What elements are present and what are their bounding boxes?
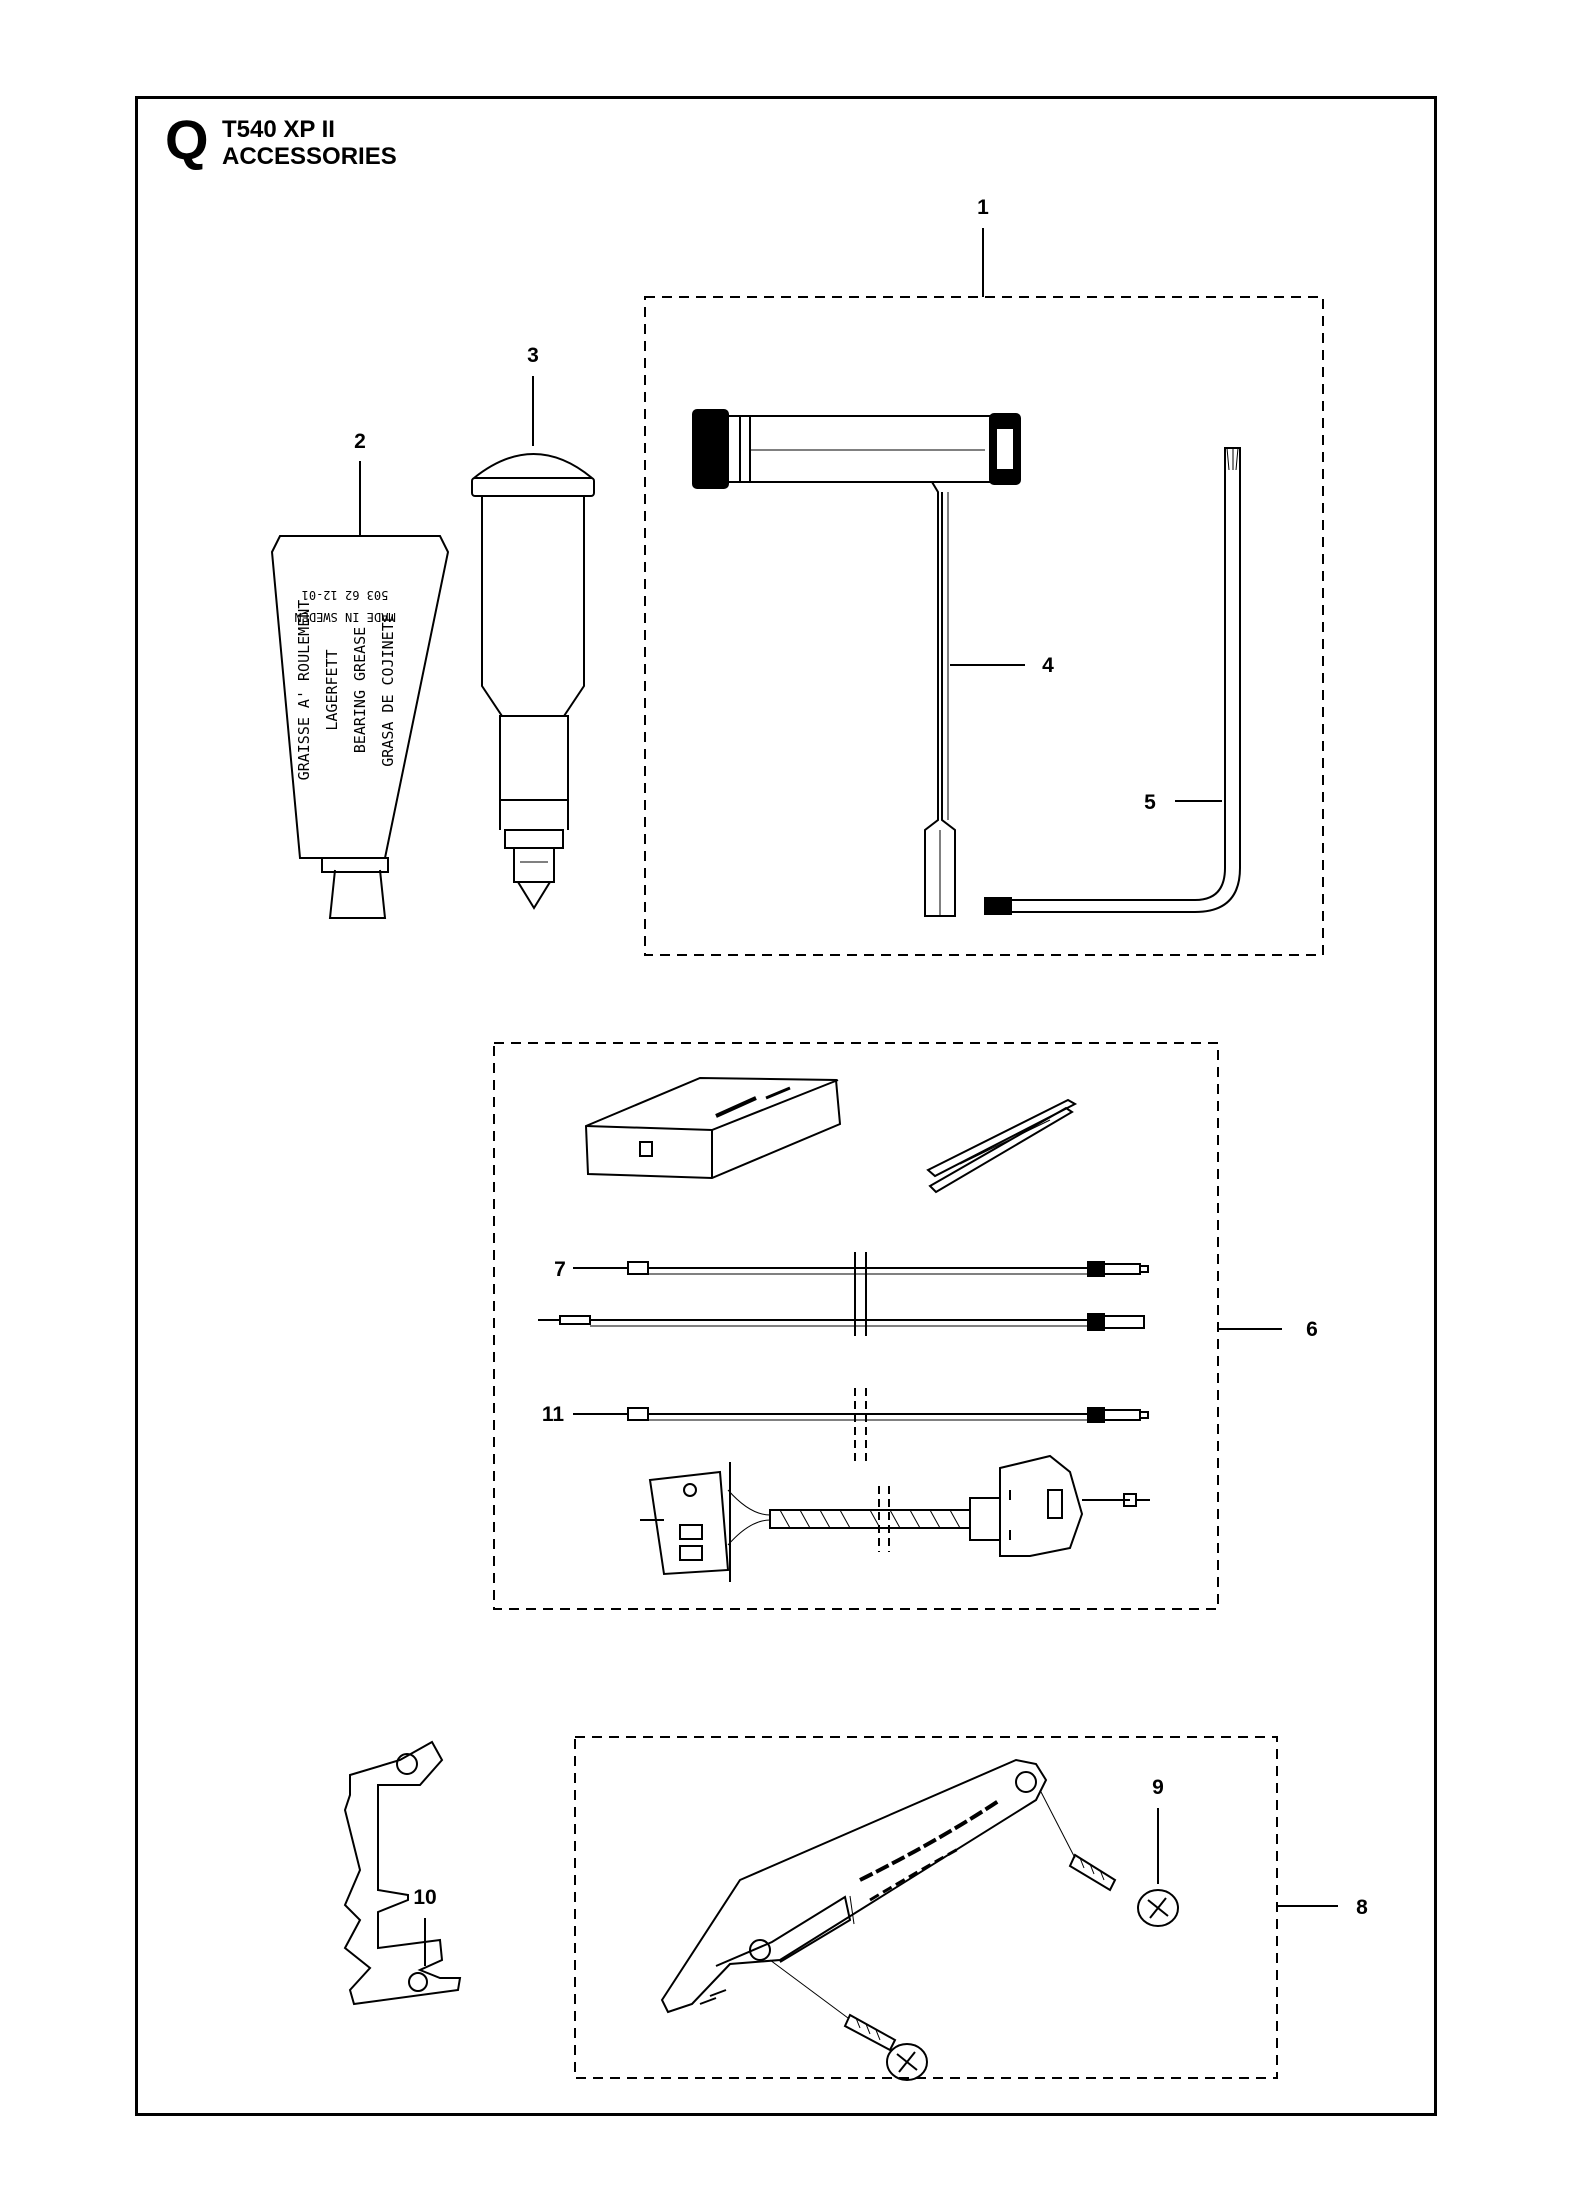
tube-part-no: 503 62 12-01 [302,588,389,602]
page-title: ACCESSORIES [222,143,397,170]
tube-text-line4: GRASA DE COJINETE [379,613,397,767]
bumper-spike [343,1740,462,2006]
cable-plain [538,1286,1145,1336]
diagram-frame [135,96,1437,2116]
callout-9[interactable]: 9 [1152,1776,1164,1799]
combination-wrench [692,409,1021,917]
torx-key [984,447,1241,915]
bar-guard [660,1758,1048,2014]
callout-3[interactable]: 3 [527,344,539,367]
tube-text-line3: BEARING GREASE [351,627,369,753]
model-name: T540 XP II [222,116,335,143]
section-letter: Q [165,108,209,171]
callout-8[interactable]: 8 [1356,1896,1368,1919]
callout-10[interactable]: 10 [413,1886,436,1909]
tube-text-line1: GRAISSE A' ROULEMENT [295,600,313,781]
group-6-box [493,1042,1219,1610]
callout-11[interactable]: 11 [542,1403,565,1426]
callout-6[interactable]: 6 [1306,1318,1318,1341]
callout-4[interactable]: 4 [1042,654,1054,677]
callout-1[interactable]: 1 [977,196,989,219]
grease-gun [471,453,595,910]
cable-7 [604,1252,1149,1290]
cable-11 [604,1388,1149,1466]
callout-5[interactable]: 5 [1144,791,1156,814]
tweezers [926,1098,1078,1194]
service-box [584,1076,842,1180]
group-1-box [644,296,1324,956]
callout-7[interactable]: 7 [554,1258,566,1281]
screw-upper [1039,1789,1179,1927]
grease-tube: GRAISSE A' ROULEMENT LAGERFETT BEARING G… [270,535,450,919]
tube-text-line2: LAGERFETT [323,649,341,730]
group-8-box [574,1736,1278,2079]
callout-2[interactable]: 2 [354,430,366,453]
tube-origin: MADE IN SWEDEN [294,610,395,624]
screw-lower [769,1959,928,2081]
test-harness [640,1454,1150,1582]
